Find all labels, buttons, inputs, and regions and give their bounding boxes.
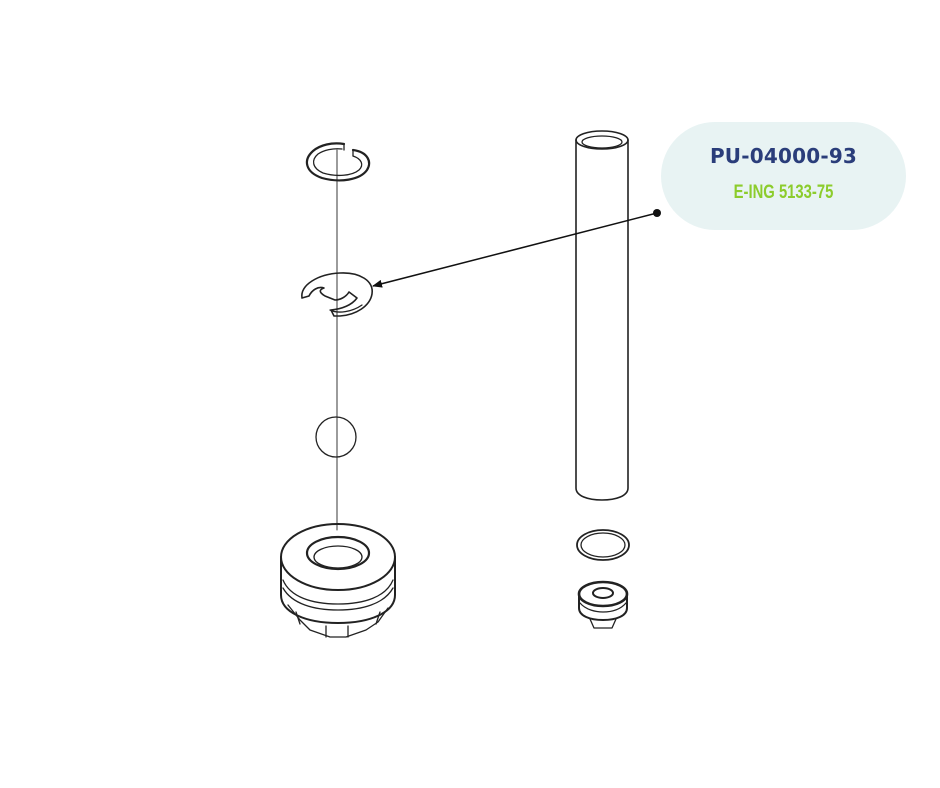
part-number-label: PU-04000-93 — [709, 144, 858, 168]
e-clip — [301, 272, 373, 317]
o-ring — [576, 529, 630, 561]
part-callout: PU-04000-93 E-ING 5133-75 — [661, 122, 906, 230]
retaining-ring — [305, 142, 371, 182]
ball — [315, 416, 357, 458]
reference-code-label: E-ING 5133-75 — [733, 182, 834, 203]
leader-dot — [653, 209, 661, 217]
valve-seat — [280, 523, 396, 638]
leader-arrow — [372, 209, 661, 288]
tube — [575, 130, 629, 501]
bottom-fitting — [577, 580, 629, 629]
